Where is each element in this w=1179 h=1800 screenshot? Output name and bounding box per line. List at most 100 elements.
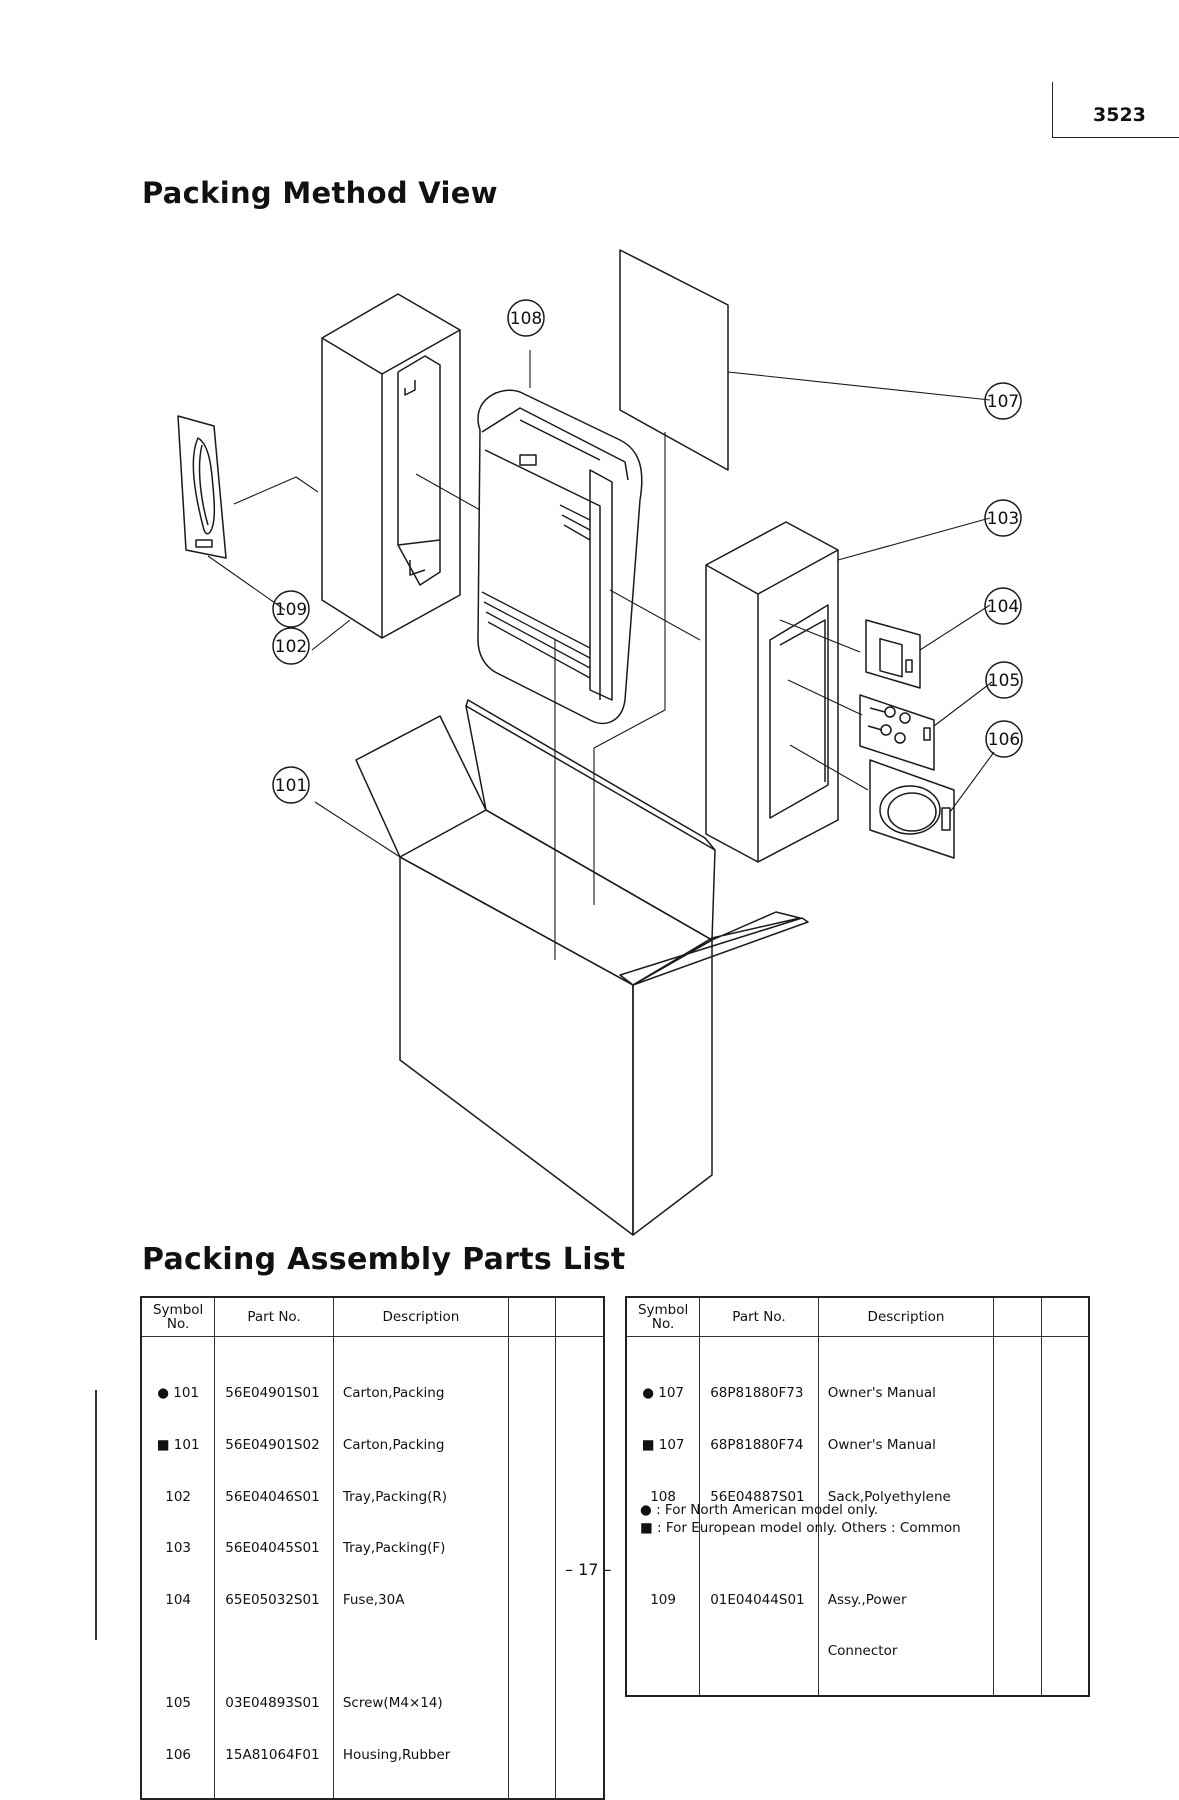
callout-108: 108	[507, 299, 545, 337]
rubber-housing-card	[869, 759, 955, 859]
power-connector-bag	[177, 415, 227, 559]
callout-104: 104	[984, 587, 1022, 625]
symbol-column: ● 107 ■ 107 108 109	[626, 1337, 700, 1696]
header-blank-2	[1040, 1297, 1089, 1337]
description-cell-blank	[828, 1540, 994, 1557]
callout-108-label: 108	[510, 309, 542, 329]
part-no-cell-blank	[710, 1540, 818, 1557]
callout-106-label: 106	[988, 730, 1020, 750]
symbol-cell: 105	[165, 1694, 192, 1711]
callout-105: 105	[985, 661, 1023, 699]
callout-106: 106	[985, 720, 1023, 758]
binding-mark	[95, 1390, 97, 1640]
header-part-no: Part No.	[699, 1297, 819, 1337]
header-description: Description	[817, 1297, 994, 1337]
description-column: Carton,Packing Carton,Packing Tray,Packi…	[332, 1336, 509, 1800]
description-column: Owner's Manual Owner's Manual Sack,Polye…	[817, 1336, 994, 1696]
screw-card	[859, 694, 935, 771]
part-no-cell: 56E04901S01	[225, 1385, 320, 1402]
symbol-cell: 106	[165, 1746, 192, 1763]
symbol-cell-blank	[142, 1643, 214, 1660]
header-blank-1	[507, 1297, 556, 1337]
description-cell: Carton,Packing	[342, 1437, 445, 1453]
callout-103-label: 103	[987, 509, 1019, 529]
callout-102-label: 102	[275, 637, 307, 657]
part-no-column: 68P81880F73 68P81880F74 56E04887S01 01E0…	[699, 1336, 819, 1696]
symbol-cell: 109	[650, 1591, 676, 1608]
symbol-cell: ■ 101	[156, 1437, 200, 1453]
parts-list-title: Packing Assembly Parts List	[142, 1242, 626, 1277]
description-cell: Tray,Packing(F)	[342, 1540, 446, 1557]
page-footer: – 17 –	[565, 1560, 612, 1579]
description-cell: Owner's Manual	[827, 1437, 936, 1453]
part-no-cell: 56E04887S01	[710, 1488, 805, 1505]
callout-107: 107	[984, 382, 1022, 420]
tray-front-103	[705, 521, 839, 863]
callout-109-label: 109	[275, 600, 307, 620]
legend-north-america: ● : For North American model only.	[640, 1502, 879, 1518]
callout-102: 102	[272, 627, 310, 665]
description-cell: Fuse,30A	[342, 1591, 405, 1608]
symbol-column: ● 101 ■ 101 102 103 104 105 106	[141, 1337, 215, 1800]
header-blank-1	[993, 1297, 1042, 1337]
description-cell: Screw(M4×14)	[342, 1694, 443, 1711]
page-code: 3523	[1093, 104, 1146, 126]
header-blank-2	[555, 1297, 604, 1337]
description-cell: Tray,Packing(R)	[342, 1488, 448, 1505]
description-cell: Housing,Rubber	[342, 1746, 451, 1763]
symbol-cell: 108	[650, 1488, 676, 1505]
callout-109: 109	[272, 590, 310, 628]
carton-101	[355, 699, 809, 1236]
part-no-column: 56E04901S01 56E04901S02 56E04046S01 56E0…	[214, 1336, 334, 1800]
callout-107-label: 107	[987, 392, 1019, 412]
description-cell: Assy.,Power	[827, 1591, 907, 1608]
part-no-cell: 03E04893S01	[225, 1694, 320, 1711]
tray-rear-102	[321, 293, 461, 639]
owners-manual-sheet	[619, 249, 729, 471]
symbol-cell: 103	[165, 1540, 192, 1557]
description-cell: Carton,Packing	[342, 1385, 445, 1402]
description-cell: Sack,Polyethylene	[827, 1488, 951, 1505]
leader-lines	[207, 350, 995, 960]
symbol-cell: ● 101	[157, 1385, 200, 1402]
callout-105-label: 105	[988, 671, 1020, 691]
table-row: ● 107 ■ 107 108 109 68P81880F73 68P81880…	[626, 1336, 1089, 1696]
part-no-cell: 65E05032S01	[225, 1591, 320, 1608]
table-row: ● 101 ■ 101 102 103 104 105 106 56E04901…	[141, 1336, 604, 1800]
page-code-box: 3523	[1052, 82, 1179, 138]
blank-column-1	[507, 1336, 556, 1800]
part-no-cell: 68P81880F74	[710, 1437, 804, 1453]
packing-method-title: Packing Method View	[142, 176, 498, 210]
part-no-cell: 68P81880F73	[710, 1385, 804, 1402]
symbol-cell: ■ 107	[641, 1437, 685, 1453]
part-no-cell: 56E04045S01	[225, 1540, 320, 1557]
symbol-cell-blank	[627, 1540, 699, 1557]
part-no-cell: 01E04044S01	[710, 1591, 805, 1608]
header-part-no: Part No.	[214, 1297, 334, 1337]
fuse-card	[865, 619, 921, 689]
blank-column-1	[993, 1336, 1042, 1696]
symbol-cell: 102	[165, 1488, 192, 1505]
blank-column-2	[1040, 1336, 1089, 1696]
part-no-cell: 15A81064F01	[225, 1746, 320, 1763]
callout-101-label: 101	[275, 776, 307, 796]
description-cell: Owner's Manual	[827, 1385, 936, 1402]
description-cell-blank	[343, 1643, 508, 1660]
amplifier-unit	[477, 389, 643, 725]
legend-europe: ■ : For European model only. Others : Co…	[640, 1520, 961, 1536]
callout-101: 101	[272, 766, 310, 804]
callout-104-label: 104	[987, 597, 1019, 617]
symbol-cell: ● 107	[642, 1385, 685, 1402]
part-no-cell-blank	[225, 1643, 333, 1660]
packing-diagram: 108 107 103 104 105 106 109 102 101	[177, 249, 1023, 1236]
part-no-cell: 56E04901S02	[225, 1437, 320, 1453]
part-no-cell: 56E04046S01	[225, 1488, 320, 1505]
symbol-cell: 104	[165, 1591, 192, 1608]
header-description: Description	[332, 1297, 509, 1337]
description-cell: Connector	[827, 1643, 898, 1660]
callout-103: 103	[984, 499, 1022, 537]
